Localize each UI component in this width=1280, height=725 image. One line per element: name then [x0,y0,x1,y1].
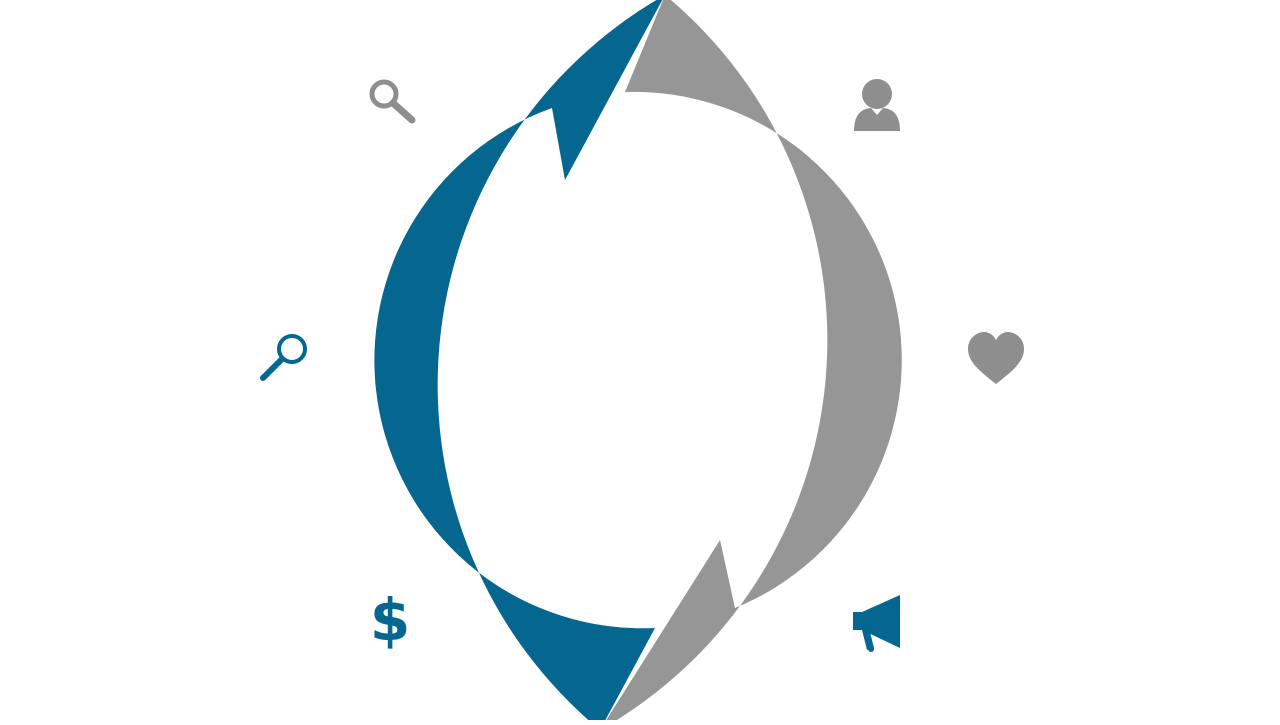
left-arc-segment [374,0,663,725]
heart-icon [968,332,1024,384]
person-icon [854,79,900,131]
heart-icon-node [949,311,1043,405]
magnifier-blue-icon-node [236,311,330,405]
megaphone-icon-node [833,575,927,669]
magnifier-blue-icon [260,334,307,381]
dollar-icon: $ [370,586,410,654]
right-arc-segment [603,0,902,725]
dollar-icon-node: $ [343,573,437,667]
magnifier-gray-icon [369,79,416,124]
person-icon-node [830,54,924,148]
megaphone-icon [853,595,900,652]
magnifier-gray-icon-node [343,53,437,147]
